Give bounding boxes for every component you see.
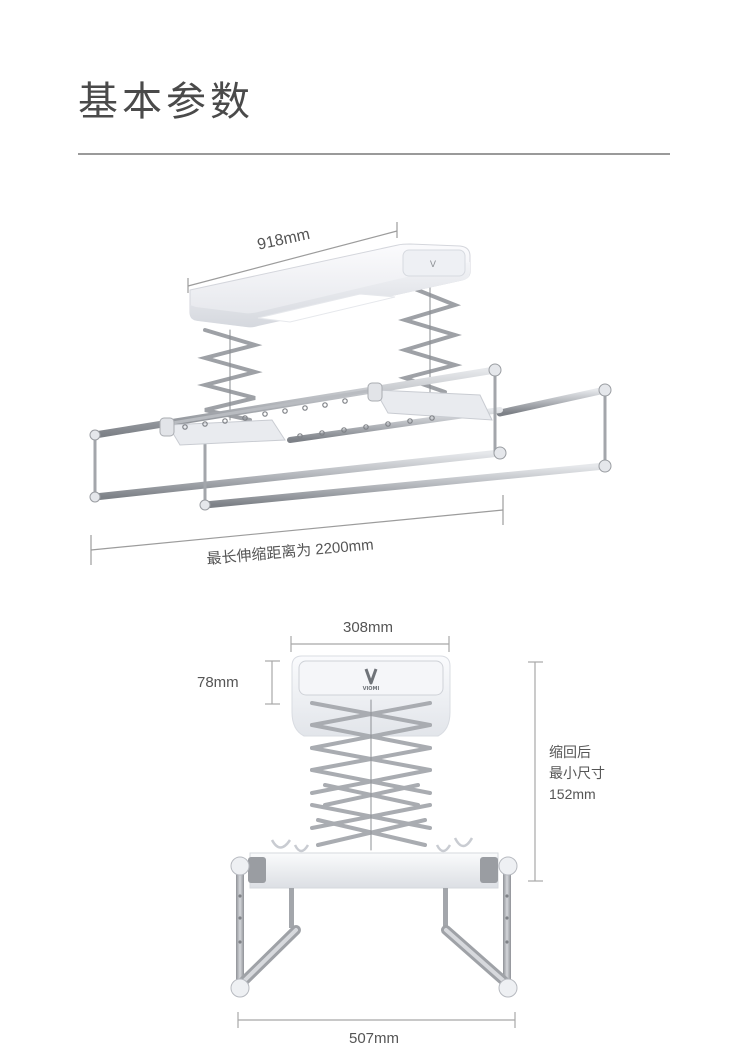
- scissor-lift-front: [310, 699, 432, 851]
- width-507-label: 507mm: [349, 1030, 400, 1047]
- motor-housing-front: VIOMI: [291, 655, 451, 737]
- retracted-note-line-1: 缩回后: [549, 744, 591, 760]
- title-divider: [78, 153, 670, 155]
- retracted-note-line-2: 最小尺寸: [549, 765, 605, 781]
- crossbar-front: [248, 852, 499, 889]
- dimension-line-152: [528, 661, 543, 882]
- legs-front: [230, 856, 518, 998]
- svg-text:V: V: [430, 260, 437, 270]
- retracted-note-line-3: 152mm: [549, 786, 596, 802]
- page-title: 基本参数: [78, 79, 254, 125]
- retracted-size-note: 缩回后 最小尺寸 152mm: [549, 742, 605, 805]
- dimension-line-918: [187, 222, 398, 293]
- dimension-line-308: [290, 636, 450, 652]
- hanger-holes: [182, 398, 435, 439]
- hanger-brackets-perspective: [159, 382, 493, 446]
- width-308-label: 308mm: [343, 619, 394, 636]
- dimension-line-78: [265, 660, 280, 705]
- dimension-line-2200: [90, 495, 504, 565]
- dimension-line-507: [237, 1012, 516, 1028]
- scissor-arm-right: [398, 283, 463, 394]
- clothes-hooks: [270, 837, 474, 853]
- brand-logo-text: VIOMI: [363, 686, 380, 692]
- height-78-label: 78mm: [197, 674, 239, 691]
- motor-housing-perspective: V: [189, 243, 471, 328]
- scissor-arm-left: [197, 328, 263, 422]
